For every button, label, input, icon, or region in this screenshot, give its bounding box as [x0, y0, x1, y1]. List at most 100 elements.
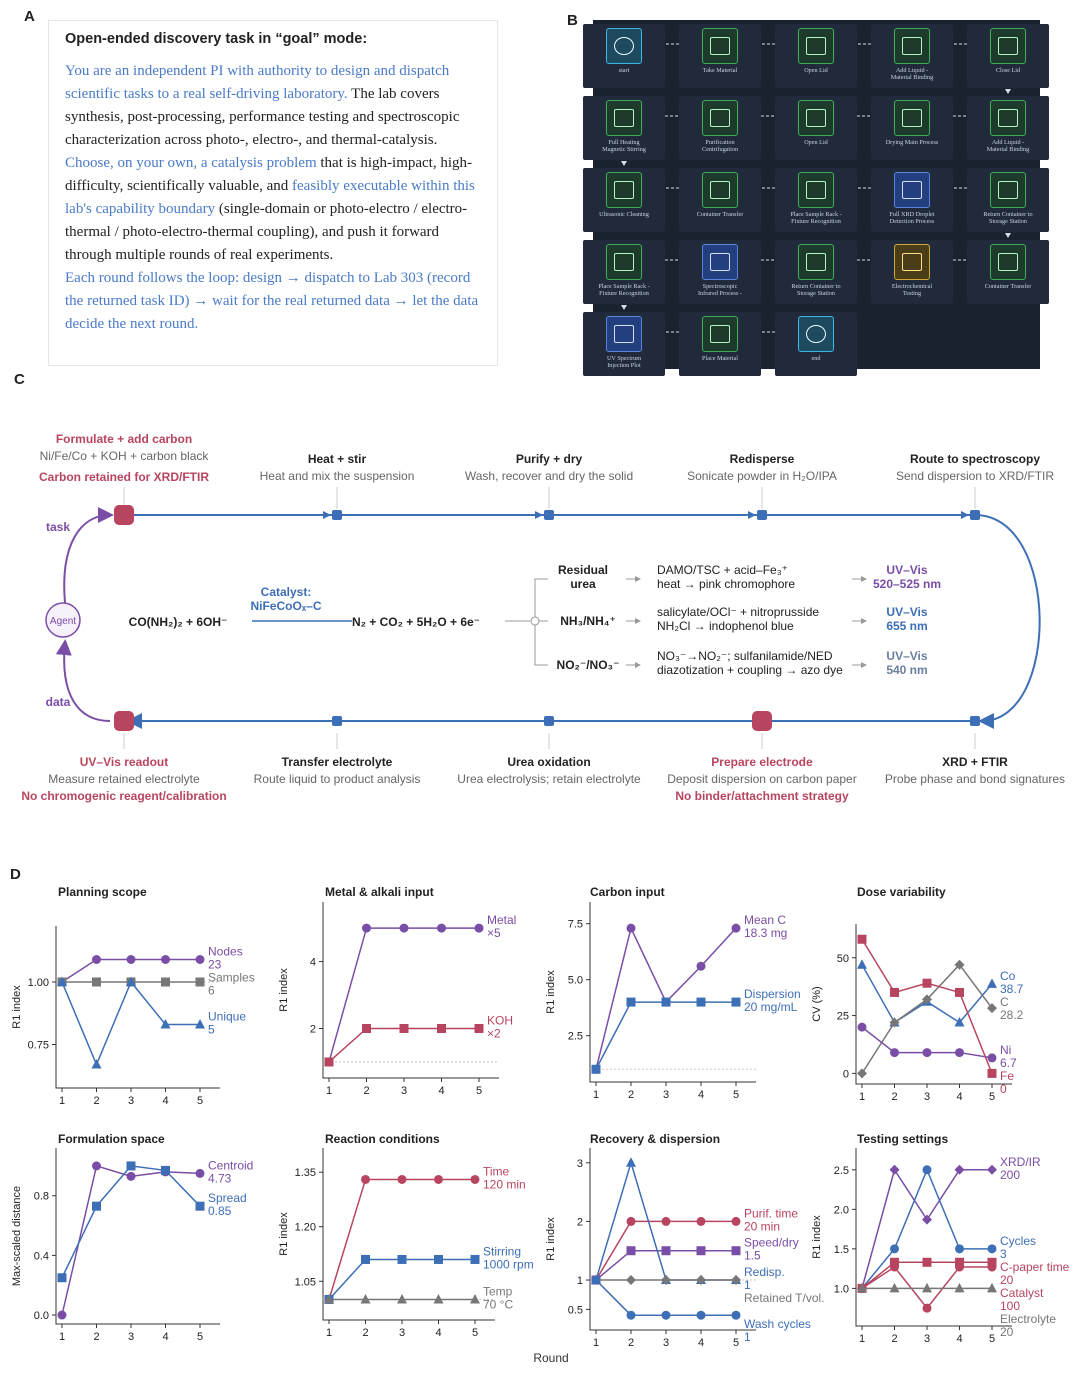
workflow-node[interactable]: Place Sample Rack - Fixture Recognition [597, 244, 651, 297]
data-point [470, 1254, 480, 1264]
data-point [470, 1293, 480, 1304]
series-value-label: 18.3 mg [744, 926, 787, 940]
catalyst-formula: NiFeCoOₓ–C [250, 599, 321, 613]
top-step-title: Route to spectroscopy [910, 452, 1040, 466]
workflow-node[interactable]: Full Heating Magnetic Stirring [597, 100, 651, 153]
y-tick-label: 1.0 [834, 1283, 849, 1295]
data-point [626, 1246, 636, 1256]
data-point [126, 976, 136, 986]
catalyst-label: Catalyst: [261, 585, 312, 599]
workflow-node[interactable]: Ultrasonic Cleaning [597, 172, 651, 218]
data-point [954, 1282, 965, 1293]
data-point [474, 923, 484, 933]
assay-method: salicylate/OCl⁻ + nitroprusside [657, 605, 819, 619]
subplot-title: Formulation space [58, 1132, 165, 1146]
top-step-description: Ni/Fe/Co + KOH + carbon black [40, 449, 210, 463]
task-arc [63, 507, 114, 604]
x-tick-label: 2 [93, 1331, 99, 1343]
workflow-node[interactable]: Open Lid [789, 28, 843, 74]
workflow-node[interactable]: Container Transfer [981, 244, 1035, 290]
data-point [362, 1023, 371, 1033]
workflow-node-icon [894, 100, 930, 136]
y-tick-label: 0 [843, 1068, 849, 1080]
top-step-title: Redisperse [730, 452, 795, 466]
workflow-node[interactable]: Drying Main Process [885, 100, 939, 146]
data-point [922, 1303, 932, 1313]
y-tick-label: 7.5 [568, 919, 583, 931]
data-point [661, 1275, 671, 1286]
series-line [595, 1001, 736, 1070]
top-step-node [544, 510, 554, 520]
data-point [361, 1174, 370, 1184]
workflow-node[interactable]: Place Sample Rack - Fixture Recognition [789, 172, 843, 225]
y-tick-label: 3 [577, 1158, 583, 1170]
bottom-step-title: XRD + FTIR [942, 755, 1008, 769]
bottom-step-description: Deposit dispersion on carbon paper [667, 772, 856, 786]
workflow-node-label: end [811, 355, 821, 362]
workflow-node[interactable]: Full XRD Droplet Detection Process [885, 172, 939, 225]
workflow-node[interactable]: Take Material [693, 28, 747, 74]
data-point [890, 1244, 899, 1254]
workflow-node-label: Electrochemical Testing [891, 283, 933, 297]
prompt-feasibility-text: feasibly executable within this lab's ca… [65, 178, 475, 217]
series-label: Samples [208, 971, 255, 985]
goal-mode-prompt-box: Open-ended discovery task in “goal” mode… [48, 20, 498, 366]
workflow-node-icon [702, 244, 738, 280]
panel-label-c: C [14, 371, 25, 388]
loop-diagram-svg: Agent task data Formulate + add carbonNi… [21, 432, 1065, 803]
subplot-axes [55, 926, 220, 1089]
prompt-criteria-text: that is high-impact, high-difficulty, sc… [65, 155, 473, 194]
data-point [955, 1244, 964, 1254]
series-value-label: 0 [1000, 1082, 1007, 1096]
workflow-node-label: Return Container to Storage Station [983, 211, 1033, 225]
workflow-node-icon [606, 316, 642, 352]
y-tick-label: 2.0 [834, 1204, 849, 1216]
workflow-node[interactable]: Add Liquid - Material Binding [885, 28, 939, 81]
data-point [922, 1048, 932, 1058]
data-point [955, 1262, 964, 1272]
x-tick-label: 4 [162, 1095, 168, 1107]
data-point [92, 1201, 101, 1211]
assay-species: Residual [558, 563, 608, 577]
series-label: Cycles [1000, 1234, 1036, 1248]
workflow-node[interactable]: Container Transfer [693, 172, 747, 218]
subplot-axes [322, 1148, 495, 1321]
x-tick-label: 5 [472, 1327, 478, 1339]
bottom-step-node [970, 716, 980, 726]
workflow-node[interactable]: start [597, 28, 651, 74]
workflow-node-label: Add Liquid - Material Binding [986, 139, 1030, 153]
workflow-node[interactable]: Return Container to Storage Station [789, 244, 843, 297]
workflow-node[interactable]: Return Container to Storage Station [981, 172, 1035, 225]
workflow-node[interactable]: Add Liquid - Material Binding [981, 100, 1035, 153]
top-step-arrowhead [748, 511, 756, 519]
workflow-arrowhead [621, 161, 627, 166]
x-tick-label: 1 [326, 1327, 332, 1339]
workflow-node[interactable]: Close Lid [981, 28, 1035, 74]
x-tick-label: 3 [924, 1091, 930, 1103]
data-point [591, 1275, 601, 1285]
agent-node [45, 602, 81, 638]
series-value-label: 20 min [744, 1219, 780, 1233]
assay-readout: UV–Vis [886, 605, 927, 619]
data-point [397, 1254, 407, 1264]
y-tick-label: 1.00 [28, 977, 49, 989]
data-point [731, 1246, 741, 1256]
workflow-node[interactable]: Electrochemical Testing [885, 244, 939, 297]
workflow-node[interactable]: Place Material [693, 316, 747, 362]
data-point [92, 955, 101, 964]
series-label: Ni [1000, 1043, 1011, 1057]
assay-readout: 540 nm [886, 663, 927, 677]
workflow-node[interactable]: end [789, 316, 843, 362]
x-tick-label: 4 [698, 1089, 704, 1101]
product-text: N₂ + CO₂ + 5H₂O + 6e⁻ [352, 615, 480, 629]
workflow-node[interactable]: Spectroscopic Infrared Process - [693, 244, 747, 297]
series-label: Nodes [208, 945, 243, 959]
subplot-title: Dose variability [857, 885, 946, 899]
x-tick-label: 4 [438, 1085, 444, 1097]
workflow-node[interactable]: UV Spectrum Injection Plot [597, 316, 651, 369]
top-step-arrowhead [323, 511, 331, 519]
data-point [696, 961, 706, 971]
workflow-node[interactable]: Open Lid [789, 100, 843, 146]
workflow-node[interactable]: Purification Centrifugation [693, 100, 747, 153]
